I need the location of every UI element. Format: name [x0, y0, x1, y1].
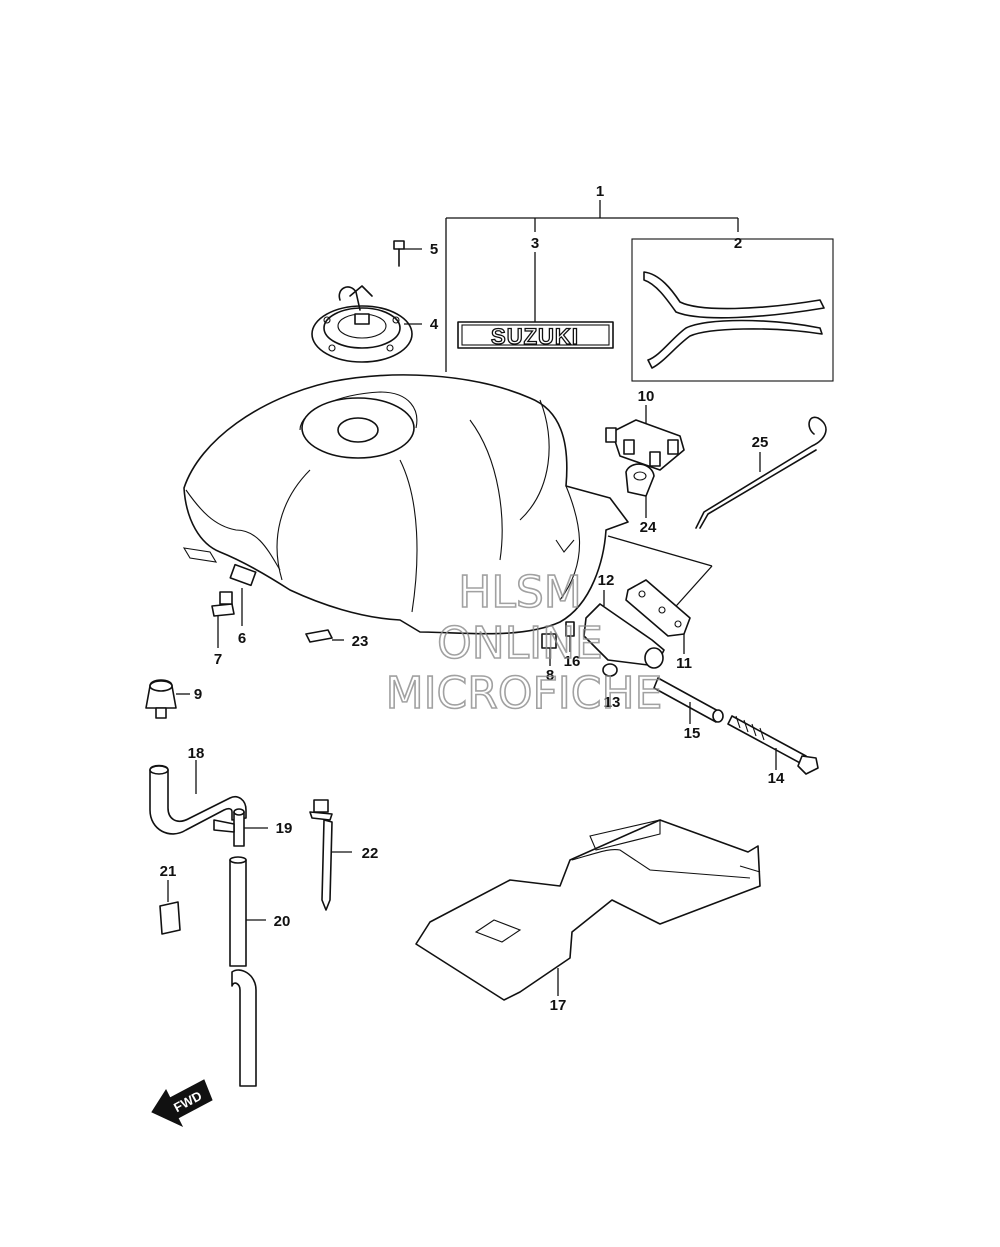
- fuel-tank: [182, 374, 629, 635]
- damper-rubber: [211, 591, 235, 648]
- callout-23: 23: [352, 633, 369, 650]
- cap-bolt: [393, 240, 422, 267]
- sleeve-15: [653, 677, 724, 724]
- callout-9: 9: [194, 686, 202, 703]
- callout-8: 8: [546, 667, 554, 684]
- callout-22: 22: [362, 845, 379, 862]
- grommet: [229, 563, 257, 626]
- hinge-bracket-12: [583, 590, 665, 669]
- watermark-line-2: ONLINE: [437, 618, 603, 669]
- joint-19: [213, 808, 268, 847]
- stripe-decal-set: [631, 238, 834, 382]
- nut-8: [541, 633, 557, 666]
- emblem-decal: SUZUKI: [457, 252, 614, 350]
- emblem-text: SUZUKI: [491, 324, 579, 349]
- tank-bracket-10: [605, 405, 685, 471]
- prop-rod: [695, 416, 827, 529]
- cushion: [145, 679, 190, 719]
- collar-13: [602, 663, 618, 677]
- callout-20: 20: [274, 913, 291, 930]
- callout-15: 15: [684, 725, 701, 742]
- bolt-14: [727, 715, 819, 775]
- label-21: [159, 880, 181, 935]
- callout-19: 19: [276, 820, 293, 837]
- shield-17: [415, 819, 761, 1001]
- tank-cushion-24: [625, 463, 655, 518]
- callout-14: 14: [768, 770, 785, 787]
- callout-10: 10: [638, 388, 655, 405]
- hose-20: [229, 856, 266, 1087]
- callout-3: 3: [531, 235, 539, 252]
- callout-24: 24: [640, 519, 657, 536]
- hose-18: [149, 760, 247, 835]
- watermark-line-1: HLSM: [458, 567, 582, 618]
- callout-4: 4: [430, 316, 439, 333]
- callout-11: 11: [676, 655, 692, 672]
- callout-1: 1: [596, 183, 604, 200]
- callout-12: 12: [598, 572, 615, 589]
- callout-16: 16: [564, 653, 581, 670]
- cable-tie-22: [309, 799, 352, 911]
- clip-16: [565, 621, 575, 652]
- callout-numbers: 1 2 3 4 5 6 7 8 9 10 11 12 13 14 15 16 1…: [160, 183, 785, 1014]
- watermark: HLSM ONLINE MICROFICHE: [385, 566, 663, 720]
- callout-7: 7: [214, 651, 222, 668]
- callout-6: 6: [238, 630, 246, 647]
- label-23: [305, 629, 344, 643]
- watermark-line-3: MICROFICHE: [386, 668, 663, 719]
- callout-group-1: [445, 200, 739, 372]
- callout-18: 18: [188, 745, 205, 762]
- callout-2: 2: [734, 235, 742, 252]
- hinge-bracket-11: [625, 579, 691, 654]
- fuel-cap: [311, 285, 422, 363]
- callout-25: 25: [752, 434, 769, 451]
- fwd-arrow-icon: FWD: [151, 1079, 213, 1128]
- callout-5: 5: [430, 241, 438, 258]
- callout-13: 13: [604, 694, 621, 711]
- callout-21: 21: [160, 863, 177, 880]
- callout-17: 17: [550, 997, 567, 1014]
